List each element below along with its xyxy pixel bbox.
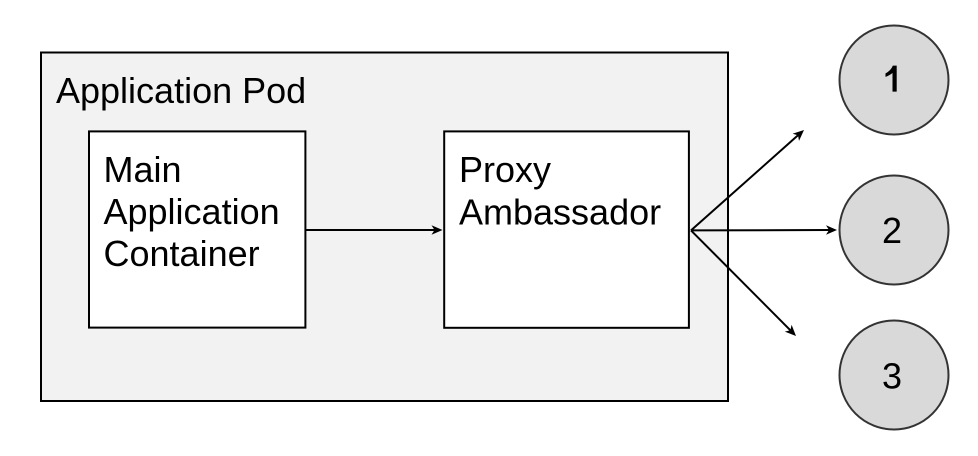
svg-text:Application Pod: Application Pod (56, 70, 306, 111)
svg-text:3: 3 (882, 356, 902, 397)
svg-text:Proxy: Proxy (459, 149, 551, 190)
svg-text:Ambassador: Ambassador (459, 192, 661, 233)
svg-text:2: 2 (882, 210, 902, 251)
svg-text:Container: Container (104, 233, 260, 274)
svg-text:Main: Main (104, 149, 182, 190)
svg-text:Application: Application (104, 191, 280, 232)
